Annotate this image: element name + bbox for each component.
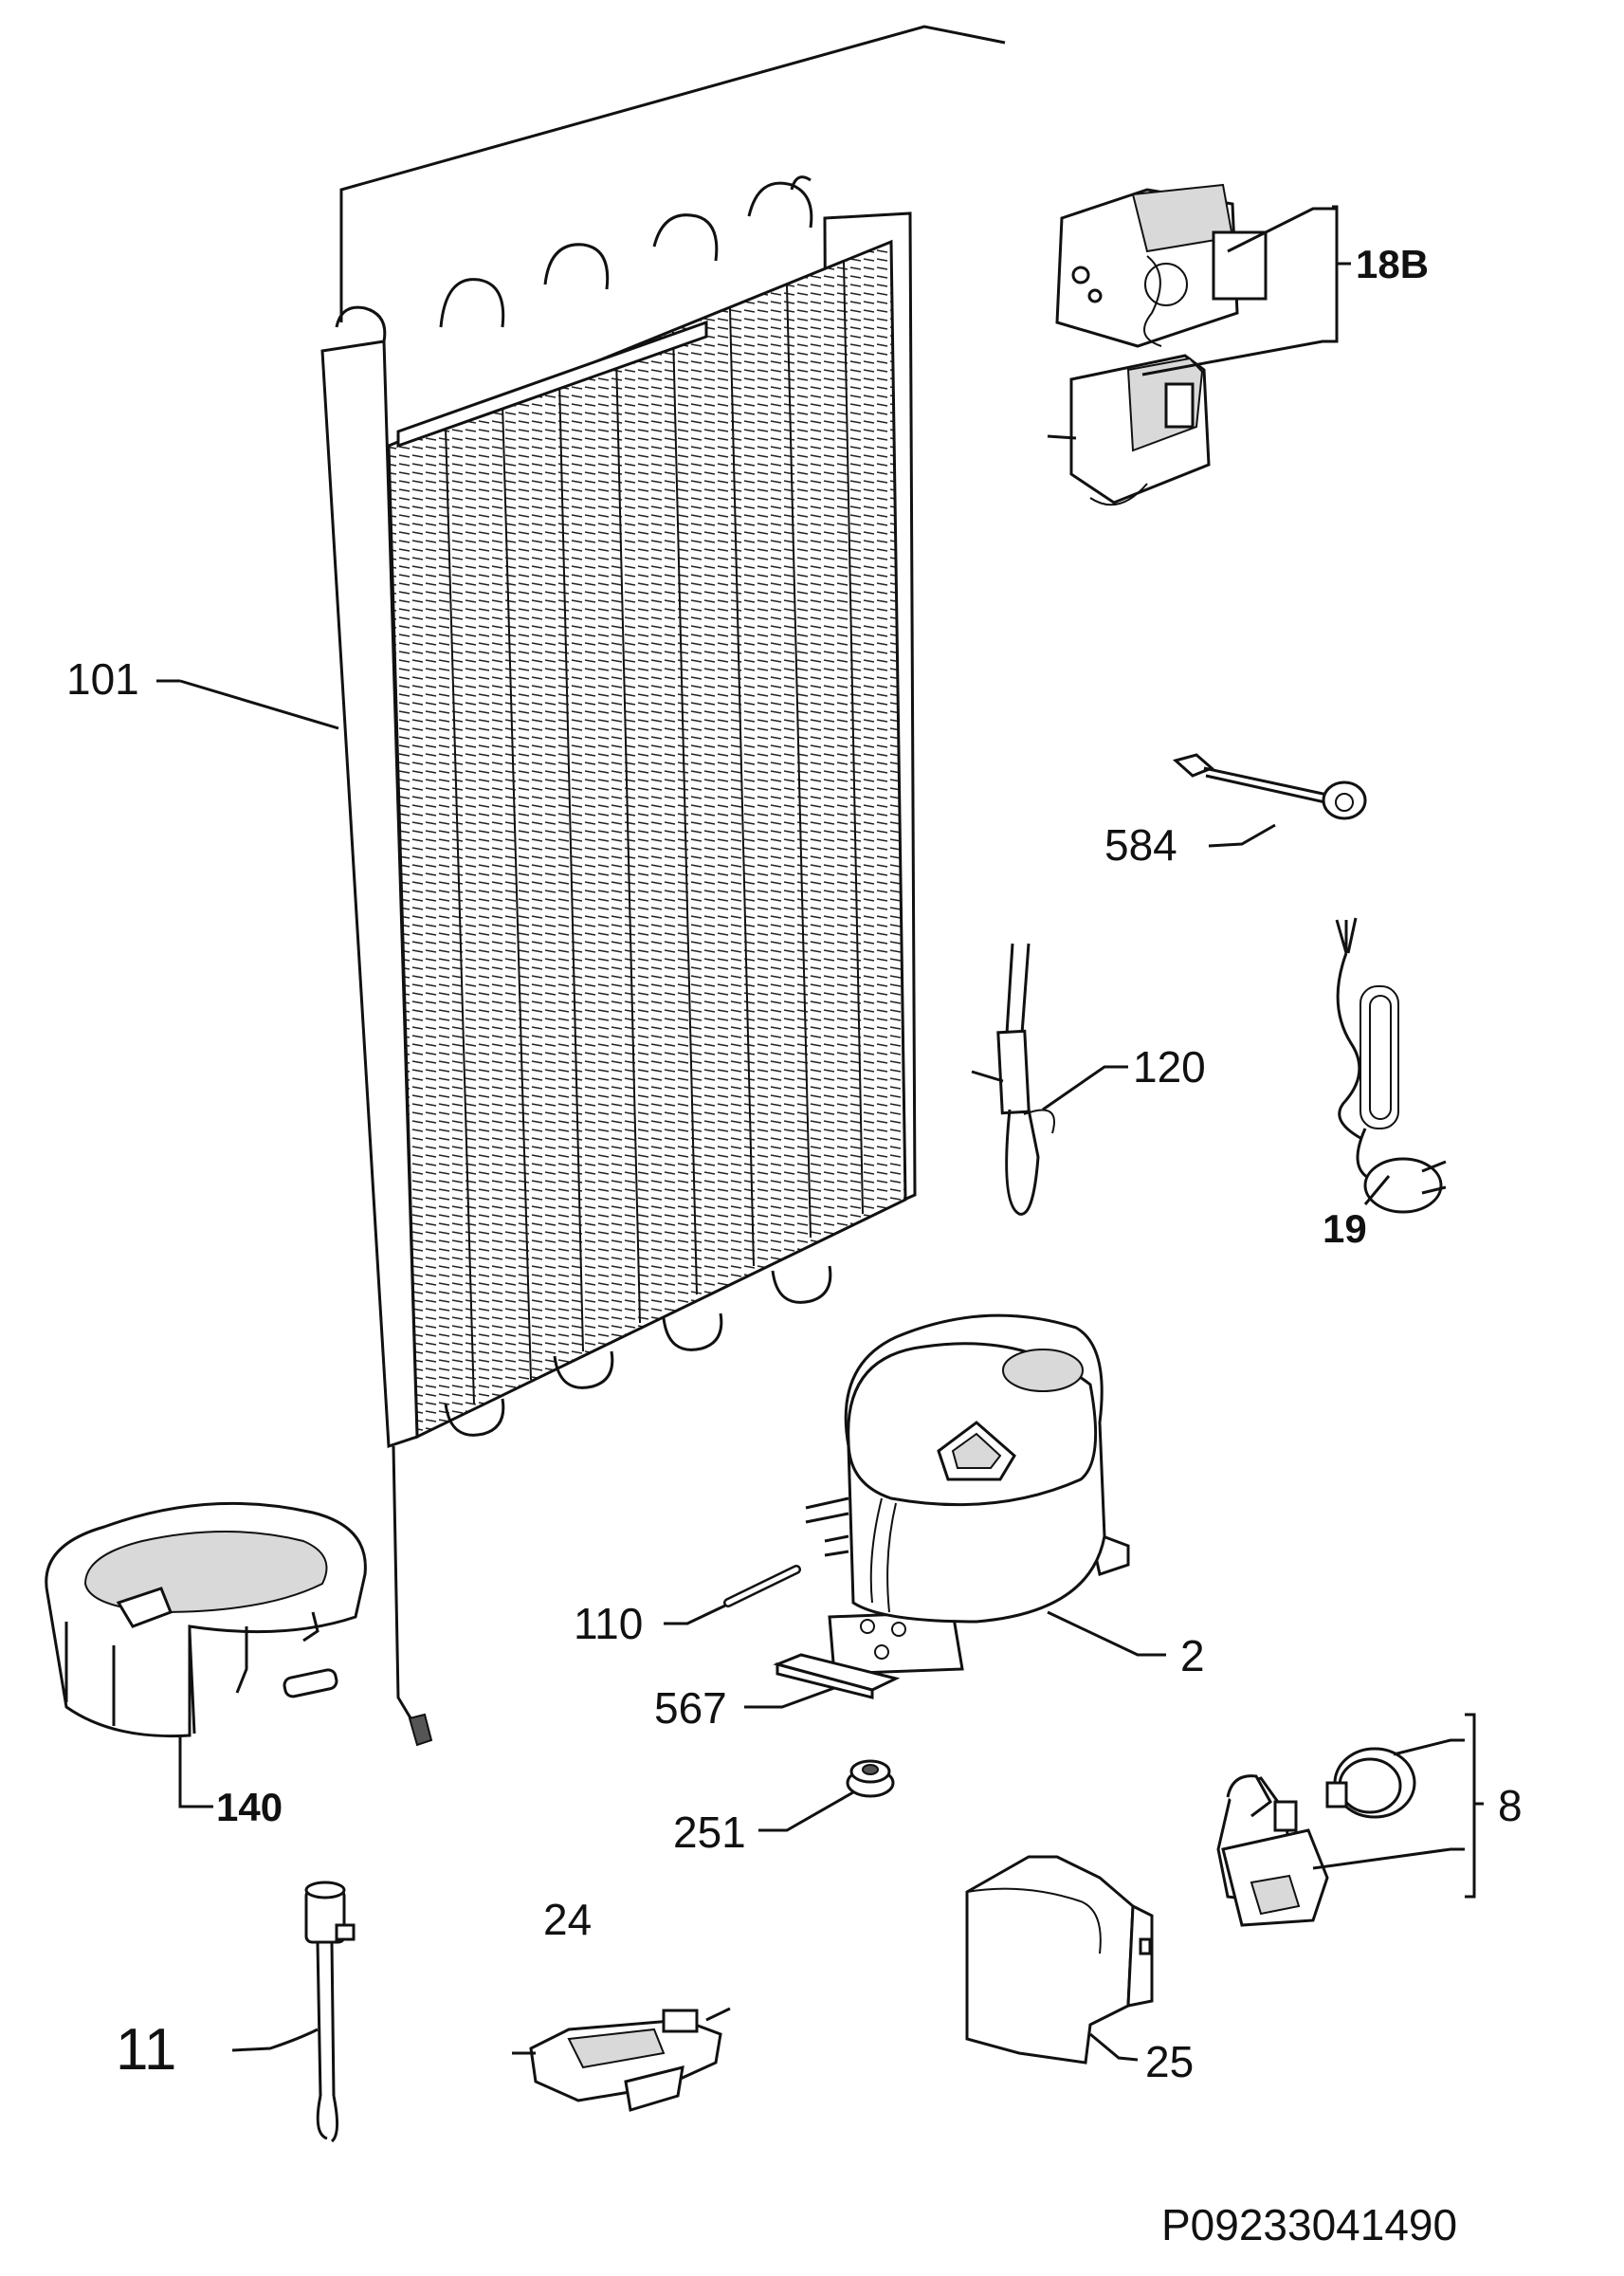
label-11: 11 — [116, 2017, 176, 2083]
bracket-plate-part[interactable] — [773, 1653, 901, 1699]
sensor-clip-leader — [1208, 823, 1276, 848]
timer-control-leader — [1141, 205, 1351, 376]
bracket-plate-leader — [744, 1686, 835, 1709]
label-110: 110 — [574, 1599, 643, 1648]
cable-connector-part[interactable] — [512, 2007, 731, 2112]
drier-filter-part[interactable] — [971, 943, 1055, 1216]
label-19: 19 — [1323, 1206, 1367, 1251]
label-24: 24 — [543, 1895, 592, 1944]
diagram-code: P09233041490 — [1161, 2200, 1457, 2249]
power-cable-part[interactable] — [1335, 917, 1447, 1214]
timer-control-unit-part[interactable] — [1047, 183, 1268, 506]
start-relay-part[interactable] — [1216, 1747, 1416, 1927]
label-25: 25 — [1145, 2037, 1194, 2086]
drip-tray-leader — [178, 1737, 213, 1808]
drip-tray-part[interactable] — [45, 1501, 367, 1738]
condenser-part[interactable] — [320, 25, 1006, 1747]
label-18b: 18B — [1356, 242, 1429, 286]
label-584: 584 — [1104, 820, 1177, 870]
compressor-leader — [1047, 1610, 1166, 1657]
compressor-part[interactable] — [805, 1313, 1130, 1676]
label-120: 120 — [1133, 1042, 1206, 1092]
pipe-stub-leader — [664, 1604, 726, 1625]
thermostat-sensor-part[interactable] — [304, 1881, 356, 2143]
sensor-clip-part[interactable] — [1172, 753, 1367, 820]
power-cable-leader — [1363, 1175, 1391, 1205]
label-140: 140 — [216, 1785, 283, 1829]
part-labels: 101 18B 584 120 19 110 2 567 140 251 8 2… — [66, 242, 1523, 2086]
grommet-part[interactable] — [846, 1759, 895, 1798]
thermostat-sensor-leader — [231, 2028, 319, 2052]
pipe-stub-part[interactable] — [723, 1565, 801, 1607]
relay-cover-leader — [1089, 2032, 1139, 2062]
label-2: 2 — [1180, 1631, 1205, 1680]
label-101: 101 — [66, 654, 139, 704]
label-8: 8 — [1498, 1781, 1523, 1830]
label-251: 251 — [673, 1808, 746, 1857]
start-relay-leader — [1312, 1713, 1484, 1899]
label-567: 567 — [654, 1683, 727, 1733]
drier-filter-leader — [1042, 1065, 1128, 1111]
relay-cover-part[interactable] — [965, 1855, 1154, 2065]
grommet-leader — [758, 1790, 854, 1832]
